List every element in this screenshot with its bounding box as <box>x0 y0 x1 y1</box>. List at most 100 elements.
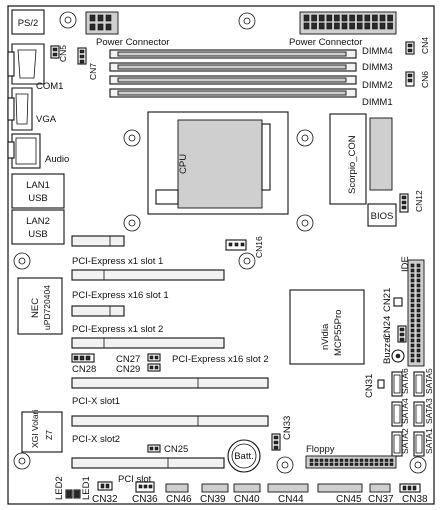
connector-pin <box>334 462 339 466</box>
lan1-usb-connector <box>11 173 65 209</box>
pcie-x16-slot-1-label: PCI-Express x16 slot 1 <box>72 290 169 301</box>
cn7-label: CN7 <box>88 63 98 80</box>
led2-label: LED2 <box>54 476 65 500</box>
cn28-header <box>71 353 95 363</box>
connector-pin <box>416 353 421 358</box>
connector-pin <box>410 313 415 318</box>
connector-pin <box>374 462 379 466</box>
sata-ports <box>391 371 425 457</box>
cn21-label: CN21 <box>382 288 393 312</box>
connector-pin <box>339 462 344 466</box>
connector-pin <box>410 298 415 303</box>
connector-pin <box>384 458 389 462</box>
dimm4-label: DIMM4 <box>362 46 393 57</box>
scorpio-label: Scorpio_CON <box>347 135 358 194</box>
vga-connector <box>7 87 33 131</box>
connector-pin <box>416 358 421 363</box>
led1-indicator <box>73 489 81 499</box>
connector-pin <box>416 263 421 268</box>
connector-pin <box>354 462 359 466</box>
sata4-label: SATA4 <box>400 398 410 424</box>
connector-pin <box>410 263 415 268</box>
board-outline <box>7 5 435 505</box>
cn40-header <box>233 483 261 493</box>
connector-pin <box>416 338 421 343</box>
cn5-header <box>50 45 60 59</box>
cn21-header <box>393 297 403 307</box>
connector-pin <box>334 14 340 22</box>
dimm1-label: DIMM1 <box>362 97 393 108</box>
nec-label: NEC <box>30 298 41 318</box>
sata5-label: SATA5 <box>424 368 434 394</box>
connector-pin <box>416 288 421 293</box>
audio-connector <box>7 133 41 169</box>
lan2-label: LAN2 <box>26 216 50 227</box>
cn28-label: CN28 <box>72 364 96 375</box>
lan2-usb-label: USB <box>28 229 48 240</box>
cn5-label: CN5 <box>58 45 68 62</box>
connector-pin <box>416 328 421 333</box>
cn29-label: CN29 <box>116 364 140 375</box>
ps2-connector <box>11 9 45 35</box>
connector-pin <box>416 303 421 308</box>
xgi-chip <box>21 411 63 453</box>
pcix-slot-2 <box>71 415 269 427</box>
cn46-header <box>165 483 189 493</box>
mounting-hole <box>13 452 31 470</box>
power-connector-small <box>85 11 119 35</box>
pcix-slot-1 <box>71 377 269 389</box>
cpu-socket <box>147 111 289 215</box>
connector-pin <box>314 458 319 462</box>
sata1-label: SATA1 <box>424 428 434 454</box>
connector-pin <box>356 22 363 30</box>
dimm3-slot <box>109 62 357 72</box>
connector-pin <box>410 288 415 293</box>
connector-pin <box>410 283 415 288</box>
mounting-hole <box>238 252 256 270</box>
ps2-label: PS/2 <box>18 18 39 29</box>
led1-label: LED1 <box>81 476 92 500</box>
connector-pin <box>341 22 348 30</box>
pcie-x16-slot-2-label: PCI-Express x16 slot 2 <box>172 354 269 365</box>
connector-pin <box>416 293 421 298</box>
connector-pin <box>319 458 324 462</box>
connector-pin <box>410 333 415 338</box>
connector-pin <box>326 14 333 22</box>
connector-pin <box>416 273 421 278</box>
cn25-label: CN25 <box>164 444 188 455</box>
cn38-header <box>399 483 421 493</box>
floppy-label: Floppy <box>306 444 335 455</box>
connector-pin <box>356 14 363 22</box>
cn27-label: CN27 <box>116 354 140 365</box>
connector-pin <box>379 458 384 462</box>
connector-pin <box>389 462 394 466</box>
scorpio-connector <box>329 113 367 205</box>
cn37-header <box>369 483 391 493</box>
cn31-header <box>377 379 385 389</box>
xgi-label: XGI Volari <box>30 410 40 448</box>
connector-pin <box>359 458 364 462</box>
cn44-label: CN44 <box>278 494 304 505</box>
connector-pin <box>326 22 333 30</box>
sata-port <box>413 431 425 457</box>
battery <box>227 439 261 473</box>
connector-pin <box>303 22 310 30</box>
cn32-header <box>97 481 113 491</box>
dimm2-slot <box>109 75 357 85</box>
scorpio-connector-inner <box>369 117 393 191</box>
cn6-label: CN6 <box>420 71 430 88</box>
dimm-slots <box>109 49 357 98</box>
mounting-holes <box>13 11 427 474</box>
dimm2-label: DIMM2 <box>362 80 393 91</box>
dimm1-slot <box>109 88 357 98</box>
connector-pin <box>416 268 421 273</box>
connector-pin <box>314 462 319 466</box>
connector-pin <box>410 353 415 358</box>
bios-label: BIOS <box>371 211 394 222</box>
mounting-hole <box>296 129 314 147</box>
cn39-label: CN39 <box>200 494 226 505</box>
sata-port <box>413 401 425 427</box>
lan1-usb-label: USB <box>28 193 48 204</box>
connector-pin <box>311 22 317 30</box>
connector-pin <box>369 462 374 466</box>
